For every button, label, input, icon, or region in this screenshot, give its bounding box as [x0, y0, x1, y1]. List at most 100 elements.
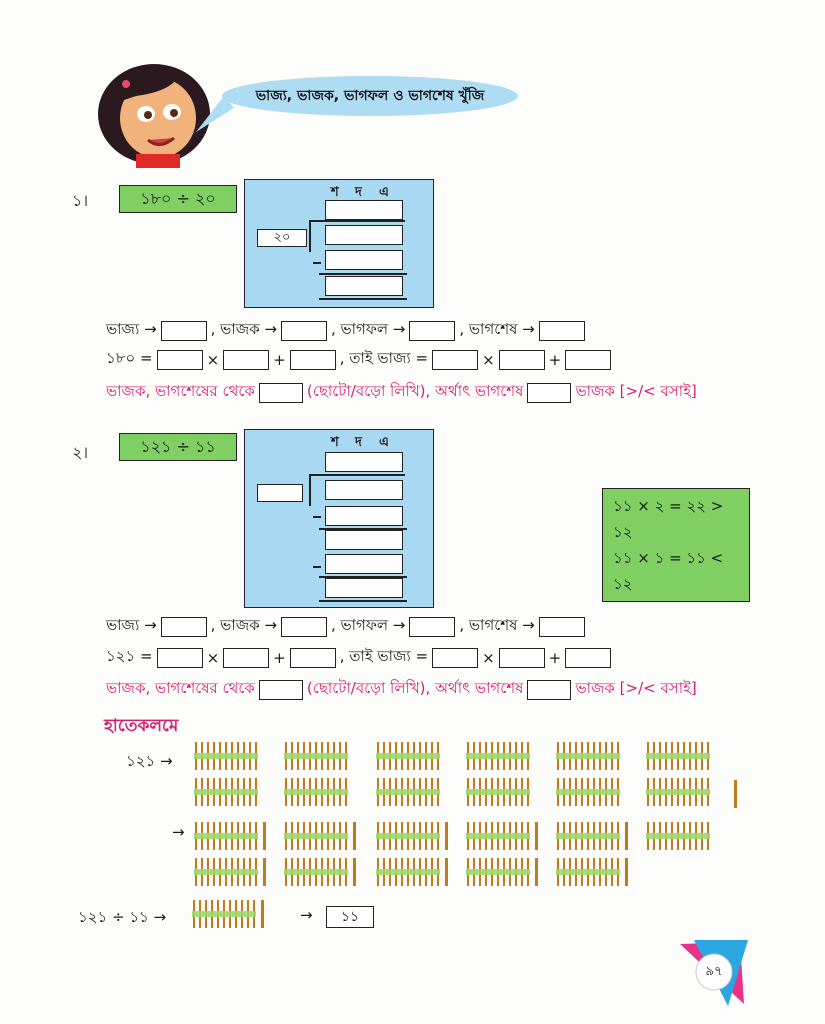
stick-bundle [466, 858, 538, 886]
compare-box-2[interactable] [527, 382, 572, 403]
stick-bundle [376, 822, 448, 850]
label-remainder: , ভাগশেষ → [459, 616, 535, 634]
q1-row2: ১৮০ = × + , তাই ভাজ্য = × + [104, 347, 613, 372]
stick-bundle [192, 900, 264, 928]
stick-bundle [194, 858, 266, 886]
label-dividend: ভাজ্য → [106, 616, 157, 634]
dividend-input[interactable] [160, 320, 207, 341]
header-sh: শ [331, 185, 339, 200]
compare-text-c: ভাজক [>/< বসাই] [575, 679, 697, 697]
eq-box-5[interactable] [498, 349, 545, 370]
hands-on-arrow-1: → [172, 823, 185, 841]
stick-bundle [646, 778, 710, 806]
times-sign: × [206, 350, 220, 369]
stick-bundle [194, 742, 258, 770]
label-quotient: , ভাগফল → [330, 616, 406, 634]
stick-bundle [284, 742, 348, 770]
partial-box[interactable] [325, 530, 403, 550]
eq-box-6[interactable] [565, 647, 612, 668]
hint-line-2: ১১ × ১ = ১১ < ১২ [613, 549, 724, 593]
stick-bundle [646, 742, 710, 770]
eq-box-5[interactable] [498, 647, 545, 668]
compare-box-1[interactable] [258, 679, 303, 700]
speech-bubble: ভাজ্য, ভাজক, ভাগফল ও ভাগশেষ খুঁজি [222, 76, 518, 116]
q1-number: ১। [72, 191, 89, 210]
q1-row3: ভাজক, ভাগশেষের থেকে (ছোটো/বড়ো লিখি), অর… [104, 380, 699, 405]
answer-box: ১১ [326, 906, 374, 928]
compare-text-b: (ছোটো/বড়ো লিখি), অর্থাৎ ভাগশেষ [306, 679, 524, 697]
quotient-box[interactable] [325, 452, 403, 472]
subtract-line-2 [319, 576, 407, 578]
so-dividend-label: , তাই ভাজ্য = [339, 349, 429, 367]
hint-line-1: ১১ × ২ = ২২ > ১২ [613, 497, 724, 541]
eq-box-4[interactable] [432, 349, 479, 370]
remainder-line [319, 600, 407, 602]
quotient-input[interactable] [409, 320, 456, 341]
eq-box-1[interactable] [156, 349, 203, 370]
subtract-line-1 [319, 528, 407, 530]
stick-bundle [466, 778, 530, 806]
eq-box-2[interactable] [223, 349, 270, 370]
remainder-box[interactable] [325, 276, 403, 296]
stick-bundle [284, 778, 348, 806]
q1-expression: ১৮০ ÷ ২০ [119, 185, 237, 213]
q2-number: ২। [72, 443, 89, 462]
eq-box-6[interactable] [565, 349, 612, 370]
times-sign-2: × [482, 648, 495, 667]
minus-sign [313, 262, 321, 264]
header-e: এ [379, 185, 389, 200]
label-divisor: , ভাজক → [210, 320, 277, 338]
stick-bundle [466, 822, 538, 850]
q2-row2: ১২১ = × + , তাই ভাজ্য = × + [104, 645, 613, 670]
dividend-box[interactable] [325, 225, 403, 245]
hands-on-label-1: ১২১ → [126, 752, 173, 770]
compare-box-2[interactable] [527, 679, 572, 700]
divisor-input[interactable] [280, 320, 327, 341]
eq-box-2[interactable] [223, 647, 270, 668]
plus-sign: + [273, 350, 286, 369]
single-stick [734, 780, 737, 808]
stick-bundle [376, 742, 440, 770]
hint-box: ১১ × ২ = ২২ > ১২ ১১ × ১ = ১১ < ১২ [602, 488, 750, 602]
eq-box-1[interactable] [156, 647, 203, 668]
hands-on-arrow-2: → [300, 906, 313, 924]
stick-bundle [376, 858, 448, 886]
header-d: দ [355, 185, 362, 200]
minus-sign [313, 516, 321, 518]
eq-box-4[interactable] [432, 647, 479, 668]
times-sign: × [206, 648, 220, 667]
subtract-box-2[interactable] [325, 554, 403, 574]
subtract-box[interactable] [325, 250, 403, 270]
header-sh: শ [331, 435, 339, 450]
q2-expression: ১২১ ÷ ১১ [119, 433, 237, 461]
dividend-input[interactable] [160, 616, 207, 637]
page-number-badge [680, 940, 748, 1006]
label-remainder: , ভাগশেষ → [459, 320, 535, 338]
eq-box-3[interactable] [289, 647, 336, 668]
speech-tail [196, 96, 234, 132]
division-bracket-side [309, 220, 311, 252]
minus-sign-2 [313, 566, 321, 568]
dividend-box[interactable] [325, 480, 403, 500]
divisor-input[interactable] [280, 616, 327, 637]
plus-sign-2: + [548, 648, 562, 667]
stick-bundle [194, 778, 258, 806]
quotient-box[interactable] [325, 200, 403, 220]
remainder-input[interactable] [538, 616, 585, 637]
q1-division-panel: শ দ এ ২০ [244, 179, 434, 308]
equation-lhs: ১২১ = [106, 647, 153, 665]
stick-bundle [194, 822, 266, 850]
compare-box-1[interactable] [258, 382, 303, 403]
stick-bundle [646, 822, 710, 850]
subtract-line [319, 273, 407, 275]
quotient-input[interactable] [409, 616, 456, 637]
plus-sign-2: + [548, 350, 562, 369]
stick-bundle [556, 822, 628, 850]
divisor-box[interactable] [257, 484, 303, 502]
eq-box-3[interactable] [289, 349, 336, 370]
stick-bundle [556, 742, 620, 770]
remainder-box[interactable] [325, 578, 403, 598]
header-d: দ [355, 435, 362, 450]
remainder-input[interactable] [538, 320, 585, 341]
subtract-box-1[interactable] [325, 506, 403, 526]
